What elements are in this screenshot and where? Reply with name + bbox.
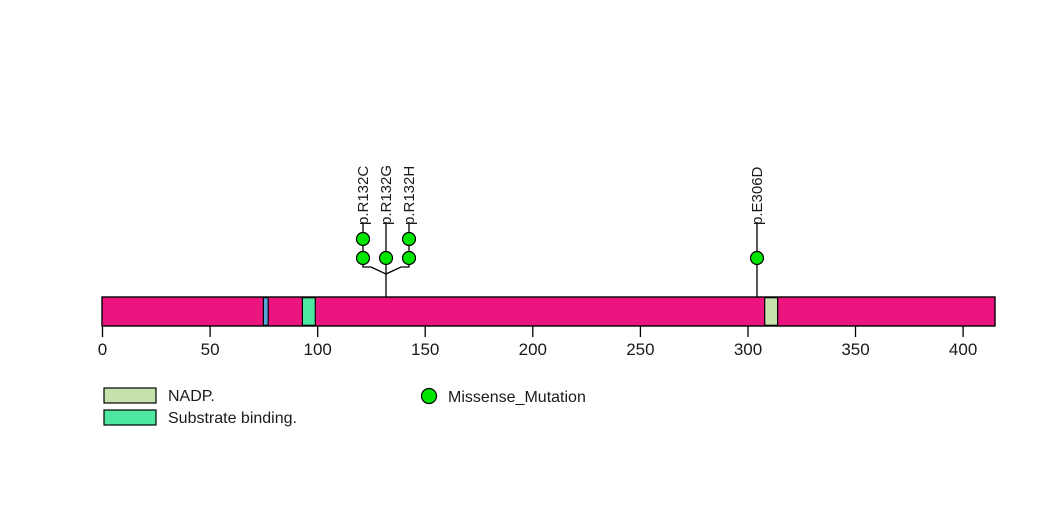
- mutation-dot-r132c-2[interactable]: [355, 231, 371, 247]
- axis-tick-label-0: 0: [98, 340, 107, 359]
- axis-tick-label-100: 100: [304, 340, 332, 359]
- mutation-dot-r132g-1[interactable]: [378, 250, 394, 266]
- mutation-label-r132c: p.R132C: [355, 166, 372, 225]
- mutation-dot-r132h-2[interactable]: [401, 231, 417, 247]
- axis-tick-label-150: 150: [411, 340, 439, 359]
- legend-label-missense-mutation: Missense_Mutation: [448, 389, 586, 406]
- axis-tick-label-200: 200: [519, 340, 547, 359]
- domain-region-substrate-binding[interactable]: [301, 297, 316, 326]
- mutation-dot-r132c-1[interactable]: [355, 250, 371, 266]
- legend-swatch-substrate-binding: [103, 409, 157, 426]
- mutation-marker-r132g[interactable]: p.R132G: [378, 165, 395, 274]
- legend-swatch-missense-mutation: [420, 387, 438, 405]
- mutation-dot-r132h-1[interactable]: [401, 250, 417, 266]
- mutation-label-r132g: p.R132G: [378, 165, 395, 225]
- legend-group: NADP. Substrate binding. Missense_Mutati…: [103, 387, 586, 427]
- mutation-label-r132h: p.R132H: [401, 166, 418, 225]
- mutation-label-e306d: p.E306D: [749, 166, 766, 225]
- legend-item-missense-mutation[interactable]: Missense_Mutation: [420, 387, 586, 407]
- axis-tick-label-400: 400: [949, 340, 977, 359]
- legend-item-nadp[interactable]: NADP.: [103, 387, 215, 405]
- legend-item-substrate-binding[interactable]: Substrate binding.: [103, 409, 297, 427]
- legend-swatch-nadp: [103, 387, 157, 404]
- domain-region-blue[interactable]: [262, 297, 269, 326]
- axis-tick-label-250: 250: [626, 340, 654, 359]
- mutation-dot-e306d-1[interactable]: [749, 250, 765, 266]
- legend-label-substrate-binding: Substrate binding.: [168, 410, 297, 427]
- protein-backbone-bar: [101, 296, 996, 327]
- axis-tick-label-300: 300: [734, 340, 762, 359]
- legend-label-nadp: NADP.: [168, 388, 215, 405]
- domain-region-nadp[interactable]: [764, 297, 779, 326]
- axis-tick-label-50: 50: [201, 340, 220, 359]
- axis-tick-label-350: 350: [841, 340, 869, 359]
- mutation-cluster-132: p.R132C p.R132G p.R132H: [355, 165, 418, 297]
- mutation-marker-r132c[interactable]: p.R132C: [355, 166, 372, 266]
- mutation-marker-r132h[interactable]: p.R132H: [401, 166, 418, 266]
- x-axis-group: 0 50 100 150 200 250 300 350 400: [98, 326, 977, 359]
- mutation-marker-e306d[interactable]: p.E306D: [749, 166, 766, 297]
- protein-backbone-group: [101, 296, 996, 327]
